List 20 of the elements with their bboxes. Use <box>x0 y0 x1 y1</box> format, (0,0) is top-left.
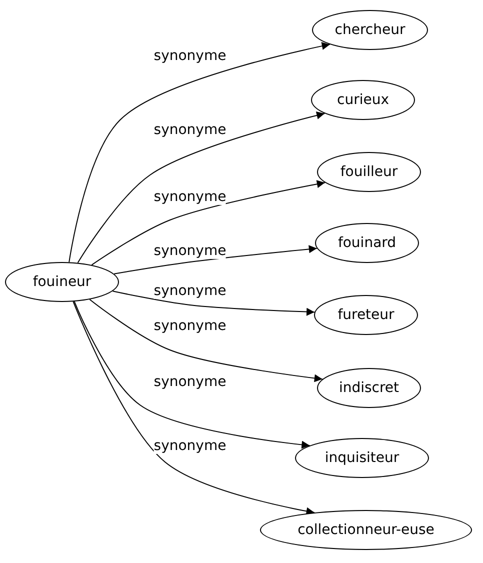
node-text: collectionneur-euse <box>298 522 434 538</box>
arrow <box>114 245 318 274</box>
arrow <box>68 42 330 263</box>
node-text: fouinard <box>338 235 396 251</box>
ellipse-node <box>317 368 421 408</box>
ellipse-node <box>317 152 421 192</box>
arrow <box>74 301 310 449</box>
node-text: fureteur <box>338 307 394 323</box>
node-text: fouilleur <box>340 164 398 180</box>
node-text: indiscret <box>338 380 400 396</box>
arrow <box>89 298 323 382</box>
arrow <box>77 112 326 264</box>
ellipse-node <box>5 262 119 302</box>
node-text: curieux <box>337 92 389 108</box>
node-text: inquisiteur <box>324 450 400 466</box>
arrow <box>72 301 315 516</box>
node-text: chercheur <box>334 22 406 38</box>
arrow <box>112 290 316 316</box>
arrow <box>91 180 326 266</box>
node-text: fouineur <box>32 274 92 290</box>
